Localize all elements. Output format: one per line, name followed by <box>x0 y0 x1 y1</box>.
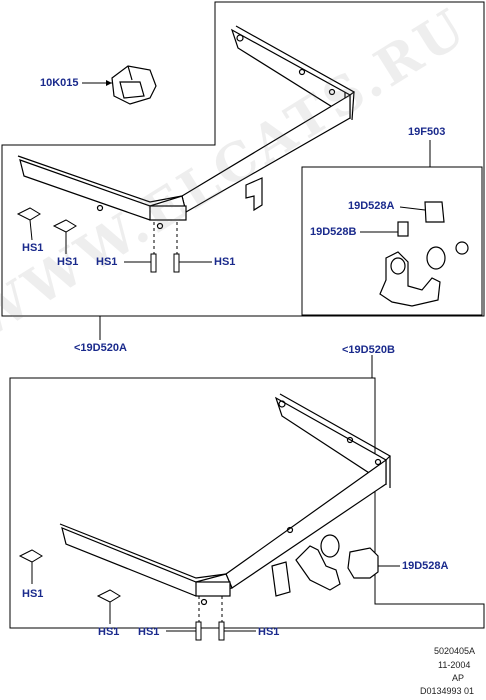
label-19d528a-top: 19D528A <box>348 200 395 212</box>
label-10k015: 10K015 <box>40 77 79 89</box>
top-section-frame <box>1 1 485 317</box>
bolts-bottom <box>18 549 225 641</box>
label-hs1-bottom-3: HS1 <box>138 626 160 638</box>
label-hs1-bottom-4: HS1 <box>258 626 280 638</box>
ball-mount-19f503 <box>379 201 469 307</box>
bottom-section-frame <box>9 377 485 629</box>
tow-bar-assembly-bottom <box>59 393 391 606</box>
label-hs1-bottom-1: HS1 <box>22 588 44 600</box>
reference-code: 5020405A <box>434 646 476 656</box>
leader-19d528a-top <box>399 206 426 211</box>
label-19d528a-bottom: 19D528A <box>402 560 449 572</box>
tow-bar-assembly-top <box>17 25 356 230</box>
reference-drawing: D0134993 01 <box>420 686 475 696</box>
label-hs1-top-3: HS1 <box>96 256 118 268</box>
reference-date: 11-2004 <box>438 660 471 670</box>
label-hs1-top-1: HS1 <box>22 242 44 254</box>
connector-10k015 <box>111 65 157 105</box>
inset-box-19f503 <box>301 166 483 316</box>
label-hs1-top-4: HS1 <box>214 256 236 268</box>
leader-hs-top-1 <box>29 219 33 241</box>
label-19d528b: 19D528B <box>310 226 357 238</box>
socket-19d528a-bottom <box>347 547 379 579</box>
label-19f503: 19F503 <box>408 126 446 138</box>
label-19d520a: <19D520A <box>74 342 127 354</box>
label-19d520b: <19D520B <box>342 344 395 356</box>
label-hs1-bottom-2: HS1 <box>98 626 120 638</box>
label-hs1-top-2: HS1 <box>57 256 79 268</box>
bolts-top <box>16 207 180 273</box>
reference-region: AP <box>452 673 465 683</box>
